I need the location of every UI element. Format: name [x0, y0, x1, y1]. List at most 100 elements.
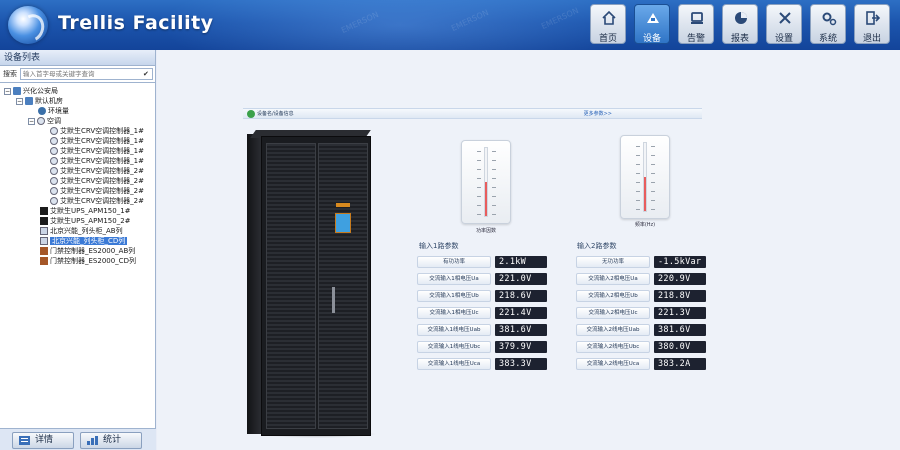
sidebar-title: 设备列表 [0, 50, 155, 66]
pdu-icon [40, 227, 48, 235]
tree-node[interactable]: 艾默生CRV空调控制器_1# [50, 156, 144, 166]
home-icon [601, 10, 617, 26]
tree-node[interactable]: 艾默生CRV空调控制器_1# [50, 146, 144, 156]
collapse-toggle[interactable]: − [28, 117, 35, 125]
device-status-icon [247, 110, 255, 118]
search-input[interactable] [20, 68, 153, 80]
more-params-link[interactable]: 更多参数>> [583, 111, 612, 117]
building-icon [13, 87, 21, 95]
gauge-tick [651, 209, 655, 210]
alarm-icon [689, 10, 705, 26]
details-icon [19, 436, 30, 445]
app-logo-icon [8, 6, 48, 44]
param-label: 交流输入1线电压Ubc [417, 341, 491, 353]
gauge-tick [477, 160, 481, 161]
tree-node[interactable]: 艾默生CRV空调控制器_2# [50, 186, 144, 196]
search-row: 搜索 ✔ [0, 67, 156, 81]
tree-node[interactable]: 艾默生CRV空调控制器_2# [50, 176, 144, 186]
tree-node[interactable]: 艾默生CRV空调控制器_1# [50, 136, 144, 146]
param-value: 221.3V [654, 307, 706, 319]
system-icon [821, 10, 837, 26]
nav-system-button[interactable]: 系统 [810, 4, 846, 44]
chevron-down-icon[interactable]: ✔ [143, 70, 149, 78]
ac-unit-icon [50, 177, 58, 185]
stats-icon [87, 436, 98, 445]
tree-node[interactable]: 环境量 [38, 106, 69, 116]
gauge-tick [651, 182, 655, 183]
nav-home-button[interactable]: 首页 [590, 4, 626, 44]
tree-node[interactable]: 北京兴能_列头柜_AB列 [40, 226, 123, 236]
tree-node[interactable]: −默认机房 [16, 97, 63, 105]
param-value: 379.9V [495, 341, 547, 353]
nav-device-label: 设备 [642, 34, 661, 44]
nav-settings-label: 设置 [774, 34, 793, 44]
tree-node[interactable]: 艾默生UPS_APM150_1# [40, 206, 131, 216]
gauge-tick [477, 196, 481, 197]
tree-node[interactable]: 艾默生CRV空调控制器_2# [50, 166, 144, 176]
gauge-tick [636, 191, 640, 192]
sensor-icon [38, 107, 46, 115]
gauge-tick [492, 205, 496, 206]
input1-group-title: 输入1路参数 [419, 242, 459, 250]
collapse-toggle[interactable]: − [16, 97, 23, 105]
param-label: 交流输入1线电压Uab [417, 324, 491, 336]
cabinet-indicator [336, 203, 350, 207]
param-label: 交流输入1线电压Uca [417, 358, 491, 370]
door-icon [40, 257, 48, 265]
frequency-gauge [620, 135, 670, 219]
param-label: 交流输入1相电压Ub [417, 290, 491, 302]
nav-settings-button[interactable]: 设置 [766, 4, 802, 44]
stats-button[interactable]: 统计 [80, 432, 142, 449]
gauge-tick [492, 169, 496, 170]
param-value: 383.2A [654, 358, 706, 370]
details-button[interactable]: 详情 [12, 432, 74, 449]
gauge-tick [651, 200, 655, 201]
exit-icon [865, 10, 881, 26]
room-icon [25, 97, 33, 105]
search-label: 搜索 [3, 70, 17, 78]
tree-node[interactable]: 艾默生CRV空调控制器_1# [50, 126, 144, 136]
param-value: -1.5kVar [654, 256, 706, 268]
cabinet-door-right [318, 143, 368, 429]
tree-node[interactable]: −兴化公安局 [4, 87, 58, 95]
gauge-tick [651, 173, 655, 174]
nav-device-button[interactable]: 设备 [634, 4, 670, 44]
gauge-tick [651, 146, 655, 147]
device-tree: −兴化公安局 −默认机房 环境量 −空调 艾默生CRV空调控制器_1# 艾默生C… [0, 82, 156, 420]
gauge-tube [484, 147, 488, 217]
param-value: 383.3V [495, 358, 547, 370]
tree-node[interactable]: 门禁控制器_ES2000_AB列 [40, 246, 135, 256]
gauge-tick [477, 151, 481, 152]
gauge-tick [492, 187, 496, 188]
tree-node[interactable]: −空调 [28, 117, 61, 125]
ac-unit-icon [50, 187, 58, 195]
ac-icon [37, 117, 45, 125]
nav-exit-button[interactable]: 退出 [854, 4, 890, 44]
panel-title: 设备名/设备信息 [257, 111, 294, 117]
param-value: 221.0V [495, 273, 547, 285]
cabinet-front [261, 136, 371, 436]
tree-node[interactable]: 艾默生CRV空调控制器_2# [50, 196, 144, 206]
gauge-tick [636, 200, 640, 201]
gauge-tick [492, 151, 496, 152]
collapse-toggle[interactable]: − [4, 87, 11, 95]
gauge-tick [477, 214, 481, 215]
tree-node[interactable]: 艾默生UPS_APM150_2# [40, 216, 131, 226]
param-label: 无功功率 [576, 256, 650, 268]
gauge-tick [636, 146, 640, 147]
cabinet-screen [335, 213, 351, 233]
nav-report-button[interactable]: 报表 [722, 4, 758, 44]
gauge-tick [651, 164, 655, 165]
param-value: 380.0V [654, 341, 706, 353]
param-value: 381.6V [654, 324, 706, 336]
gauge-tick [492, 214, 496, 215]
tree-node-selected[interactable]: 北京兴能_列头柜_CD列 [40, 236, 128, 246]
param-label: 交流输入2线电压Uca [576, 358, 650, 370]
gauge-tick [651, 191, 655, 192]
nav-alarm-button[interactable]: 告警 [678, 4, 714, 44]
param-label: 交流输入2相电压Ub [576, 290, 650, 302]
app-title: Trellis Facility [58, 12, 214, 34]
nav-exit-label: 退出 [862, 34, 881, 44]
tree-node[interactable]: 门禁控制器_ES2000_CD列 [40, 256, 136, 266]
gauge-tick [477, 187, 481, 188]
